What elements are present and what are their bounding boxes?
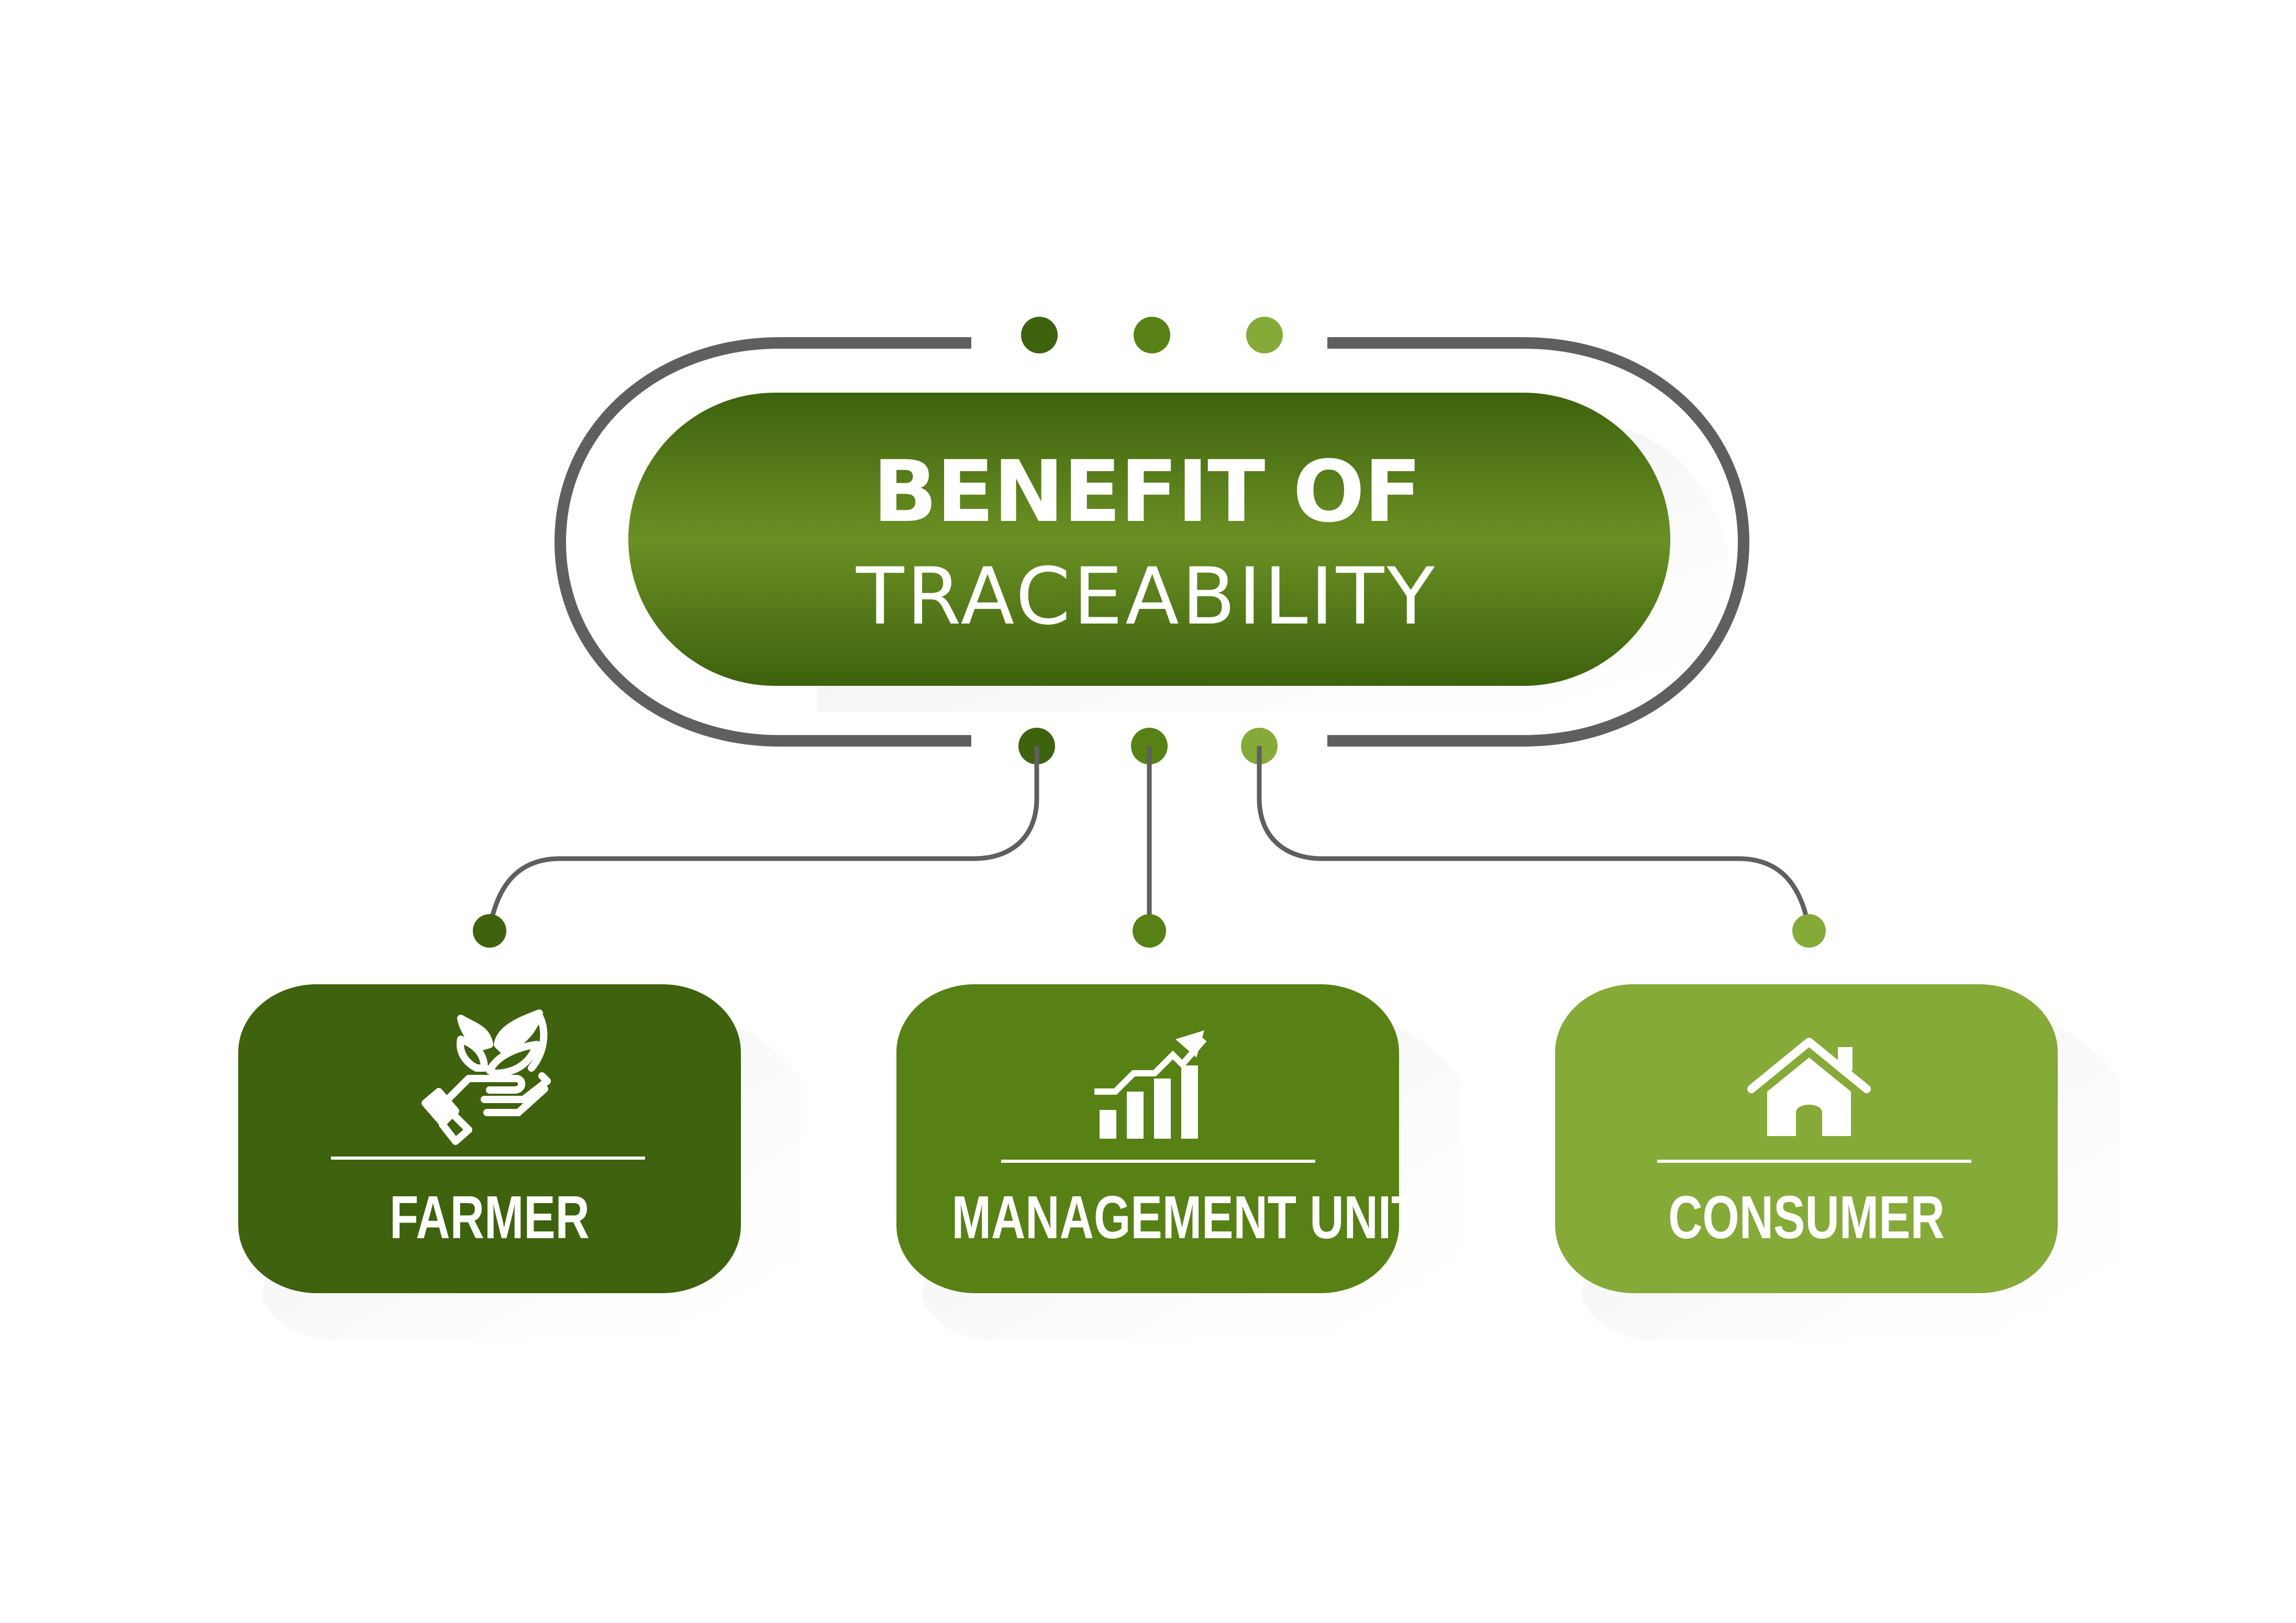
card-consumer	[1555, 984, 2058, 1293]
connector-farmer	[487, 746, 1039, 930]
top-dots	[1021, 317, 1283, 353]
title-line-1: BENEFIT OF	[872, 443, 1422, 541]
card-dots	[473, 914, 1826, 948]
card-label-management-unit: MANAGEMENT UNIT	[951, 1183, 1421, 1251]
connectors	[487, 746, 1812, 930]
card-farmer	[238, 984, 741, 1293]
card-label-farmer: FARMER	[389, 1183, 590, 1251]
title-pill	[628, 393, 1670, 686]
hand-sprout-icon	[422, 1009, 551, 1145]
card-label-consumer: CONSUMER	[1668, 1183, 1945, 1251]
title-line-2: TRACEABILITY	[856, 551, 1438, 642]
card-management	[896, 984, 1399, 1293]
outer-frame	[554, 337, 1750, 747]
card-dividers	[331, 1157, 1971, 1163]
growth-chart-icon	[1094, 1030, 1207, 1139]
connector-consumer	[1257, 746, 1812, 930]
house-icon	[1747, 1038, 1871, 1136]
